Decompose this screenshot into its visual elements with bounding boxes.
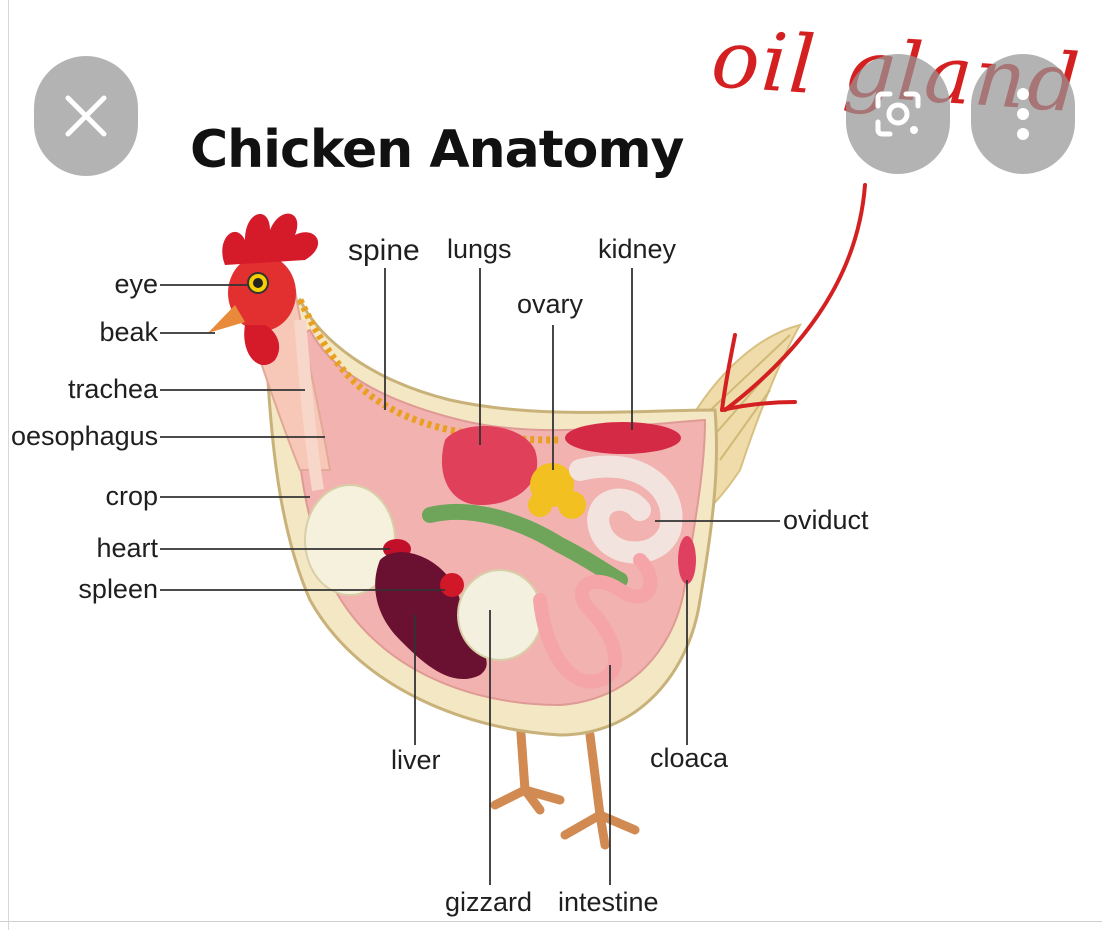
label-kidney: kidney — [598, 236, 676, 263]
label-lungs: lungs — [447, 236, 512, 263]
lens-search-button[interactable] — [846, 54, 950, 174]
comb — [222, 214, 318, 265]
label-heart: heart — [40, 535, 158, 562]
label-oviduct: oviduct — [783, 507, 869, 534]
diagram-title: Chicken Anatomy — [190, 120, 690, 180]
label-beak: beak — [60, 319, 158, 346]
label-eye: eye — [92, 271, 158, 298]
close-icon — [62, 92, 110, 140]
right-leg — [565, 735, 635, 845]
label-intestine: intestine — [558, 889, 659, 916]
cloaca-shape — [678, 536, 696, 584]
lens-icon — [872, 88, 924, 140]
more-vertical-icon — [1013, 84, 1033, 144]
pupil — [253, 278, 263, 288]
label-ovary: ovary — [517, 291, 583, 318]
label-oesophagus: oesophagus — [11, 423, 158, 450]
more-options-button[interactable] — [971, 54, 1075, 174]
spleen-shape — [440, 573, 464, 597]
label-liver: liver — [391, 747, 441, 774]
label-spine: spine — [348, 236, 420, 266]
label-crop: crop — [40, 483, 158, 510]
kidney-shape — [565, 422, 681, 454]
label-trachea: trachea — [20, 376, 158, 403]
close-button[interactable] — [34, 56, 138, 176]
label-spleen: spleen — [40, 576, 158, 603]
gizzard-shape — [458, 570, 542, 660]
label-gizzard: gizzard — [445, 889, 532, 916]
label-cloaca: cloaca — [650, 745, 728, 772]
